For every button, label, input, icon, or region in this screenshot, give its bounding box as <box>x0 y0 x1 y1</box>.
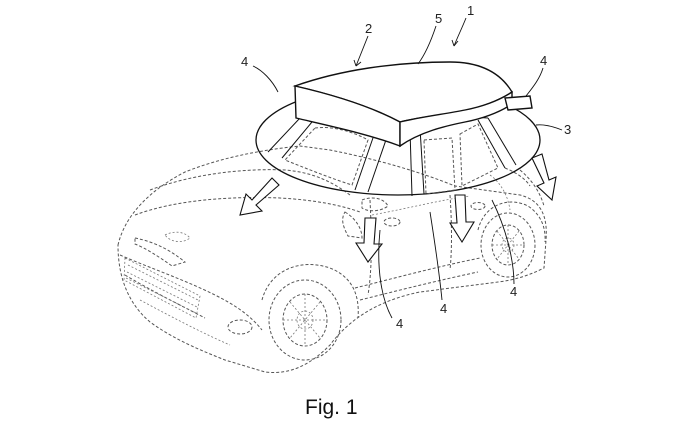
ref-4-middle: 4 <box>440 301 447 316</box>
deployment-arrows <box>239 153 557 263</box>
arrow-rear <box>531 153 557 202</box>
arrow-front-door <box>355 217 384 263</box>
ref-3: 3 <box>564 122 571 137</box>
ref-4-rear: 4 <box>510 284 517 299</box>
figure-caption: Fig. 1 <box>305 396 358 419</box>
rear-wheel <box>477 201 546 278</box>
leader-lines <box>252 17 563 319</box>
arrow-front <box>239 177 280 216</box>
ref-4-top-left: 4 <box>241 54 248 69</box>
grille <box>123 257 201 319</box>
ref-4-top-right: 4 <box>540 53 547 68</box>
car-outline <box>117 145 547 374</box>
ref-5: 5 <box>435 11 442 26</box>
ref-2: 2 <box>365 21 372 36</box>
ref-4-front-door: 4 <box>396 316 403 331</box>
airbag-module <box>292 61 533 148</box>
ref-1: 1 <box>467 3 474 18</box>
arrow-middle <box>449 194 475 244</box>
reference-numerals: 1 2 5 4 4 3 4 4 4 <box>241 3 571 331</box>
front-wheel <box>261 264 359 361</box>
